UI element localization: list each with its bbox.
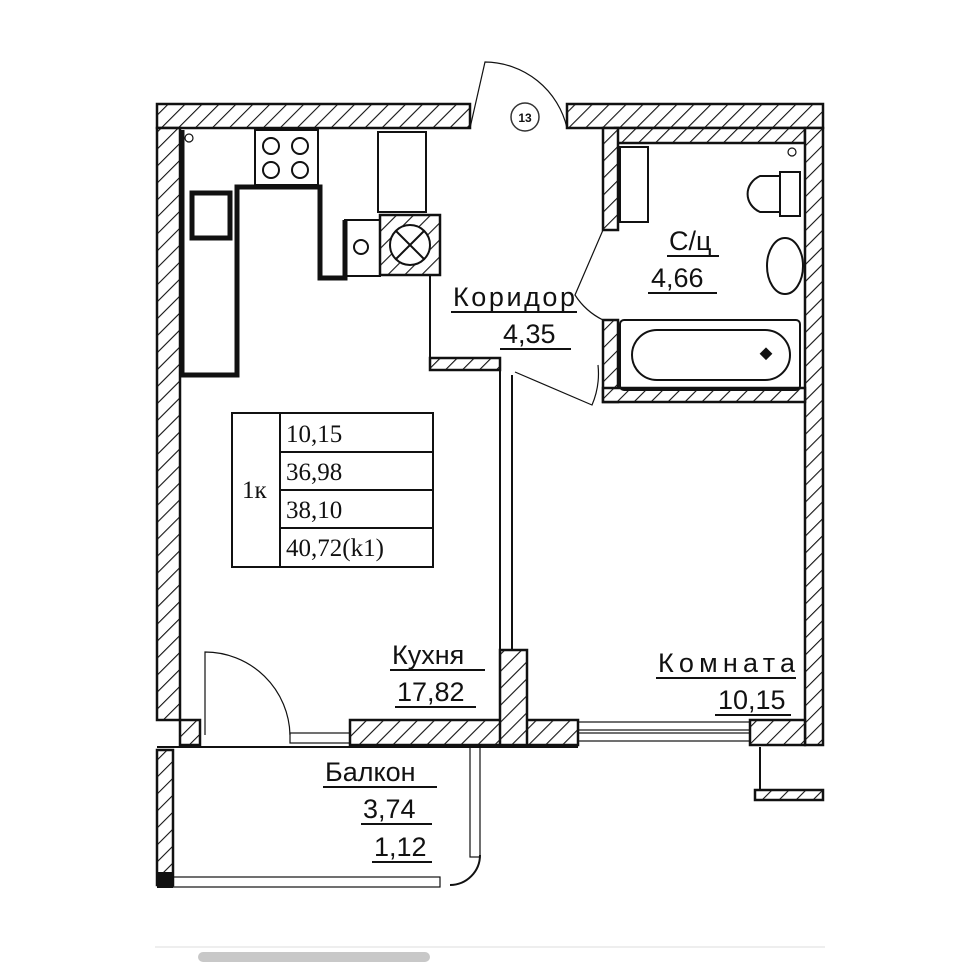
bathroom-fixtures	[619, 146, 804, 391]
kitchen-counter	[179, 129, 442, 378]
corridor-area: 4,35	[503, 319, 556, 349]
corridor-name: Коридор	[453, 282, 575, 312]
balcony-glazing	[172, 746, 825, 888]
kitchen-area: 17,82	[397, 677, 465, 707]
room-door	[514, 364, 600, 406]
balcony-name: Балкон	[325, 757, 416, 787]
cooktop-icon	[254, 129, 319, 186]
area-summary-table: 1к 10,15 36,98 38,10 40,72(k1)	[231, 412, 434, 568]
room-labels: Коридор 4,35 С/ц 4,66 Кухня 17,82 Комнат…	[323, 226, 796, 863]
sink-icon	[344, 219, 381, 277]
toilet-icon	[746, 175, 781, 213]
kitchen-name: Кухня	[392, 640, 464, 670]
room-area: 10,15	[718, 685, 786, 715]
horizontal-scrollbar-thumb[interactable]	[198, 952, 430, 962]
apartment-type: 1к	[242, 477, 268, 504]
bathtub-icon	[619, 319, 801, 391]
room-name: Комната	[658, 648, 796, 678]
total-area: 38,10	[286, 497, 342, 524]
bathroom-name: С/ц	[669, 226, 711, 256]
total-area-with-balcony: 40,72(k1)	[286, 535, 384, 562]
living-area: 10,15	[286, 421, 342, 448]
washer-icon	[619, 146, 649, 223]
entrance-badge	[510, 102, 540, 132]
partitions	[157, 275, 751, 748]
balcony-door	[204, 651, 291, 736]
entrance-door	[469, 61, 568, 129]
washbasin-icon	[766, 237, 804, 295]
walls	[155, 102, 825, 888]
bathroom-area: 4,66	[651, 263, 704, 293]
entrance-number: 13	[518, 111, 532, 125]
bathroom-door	[574, 229, 604, 321]
horizontal-scrollbar-track[interactable]	[155, 946, 825, 948]
balcony-area-reduced: 1,12	[374, 832, 427, 862]
apartment-area: 36,98	[286, 459, 342, 486]
doors	[204, 61, 604, 736]
balcony-area: 3,74	[363, 794, 416, 824]
fridge-icon	[377, 131, 427, 213]
